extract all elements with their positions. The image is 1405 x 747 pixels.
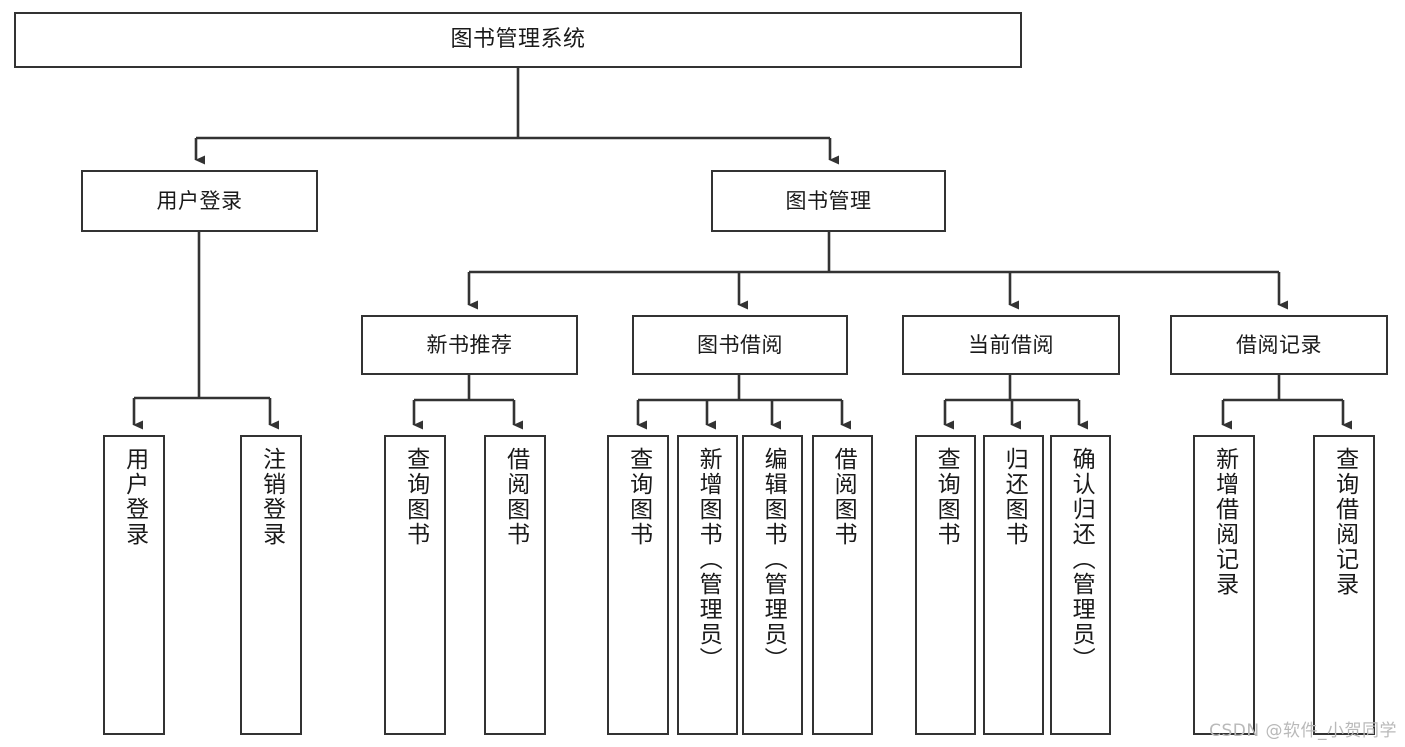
node-label: 图书管理 [785,188,872,213]
node-label: 查询图书 [625,447,652,547]
leaf-borrow-edit-book-admin[interactable]: 编辑图书（管理员） [742,435,803,735]
leaf-record-add-record[interactable]: 新增借阅记录 [1193,435,1255,735]
node-label: 注销登录 [258,447,285,547]
leaf-user-login-login[interactable]: 用户登录 [103,435,165,735]
node-label: 借阅图书 [502,447,529,547]
node-label: 用户登录 [156,188,243,213]
node-root-system[interactable]: 图书管理系统 [14,12,1022,68]
csdn-watermark: CSDN @软件_小贺同学 [1209,721,1397,741]
node-label: 图书借阅 [697,332,783,357]
node-label: 当前借阅 [968,332,1054,357]
leaf-recommend-query-book[interactable]: 查询图书 [384,435,446,735]
node-label: 归还图书 [1001,447,1028,547]
node-borrow-record[interactable]: 借阅记录 [1170,315,1388,375]
node-label: 查询借阅记录 [1331,447,1358,597]
node-label: 用户登录 [121,447,148,547]
node-user-login[interactable]: 用户登录 [81,170,318,232]
node-label: 新增借阅记录 [1211,447,1238,597]
leaf-current-return-book[interactable]: 归还图书 [983,435,1044,735]
leaf-recommend-borrow-book[interactable]: 借阅图书 [484,435,546,735]
node-label: 编辑图书（管理员） [760,447,787,672]
node-current-borrow[interactable]: 当前借阅 [902,315,1120,375]
leaf-borrow-borrow-book[interactable]: 借阅图书 [812,435,873,735]
node-label: 新书推荐 [426,332,513,357]
leaf-current-confirm-return-admin[interactable]: 确认归还（管理员） [1050,435,1111,735]
node-book-management[interactable]: 图书管理 [711,170,946,232]
leaf-current-query-book[interactable]: 查询图书 [915,435,976,735]
node-label: 新增图书（管理员） [695,447,722,672]
leaf-borrow-query-book[interactable]: 查询图书 [607,435,669,735]
leaf-user-login-logout[interactable]: 注销登录 [240,435,302,735]
node-label: 查询图书 [933,447,960,547]
node-label: 图书管理系统 [450,27,586,53]
node-book-borrow[interactable]: 图书借阅 [632,315,848,375]
node-label: 查询图书 [402,447,429,547]
node-new-book-recommend[interactable]: 新书推荐 [361,315,578,375]
node-label: 借阅图书 [830,447,857,547]
leaf-record-query-record[interactable]: 查询借阅记录 [1313,435,1375,735]
node-label: 借阅记录 [1236,332,1322,357]
node-label: 确认归还（管理员） [1068,447,1095,672]
leaf-borrow-add-book-admin[interactable]: 新增图书（管理员） [677,435,738,735]
